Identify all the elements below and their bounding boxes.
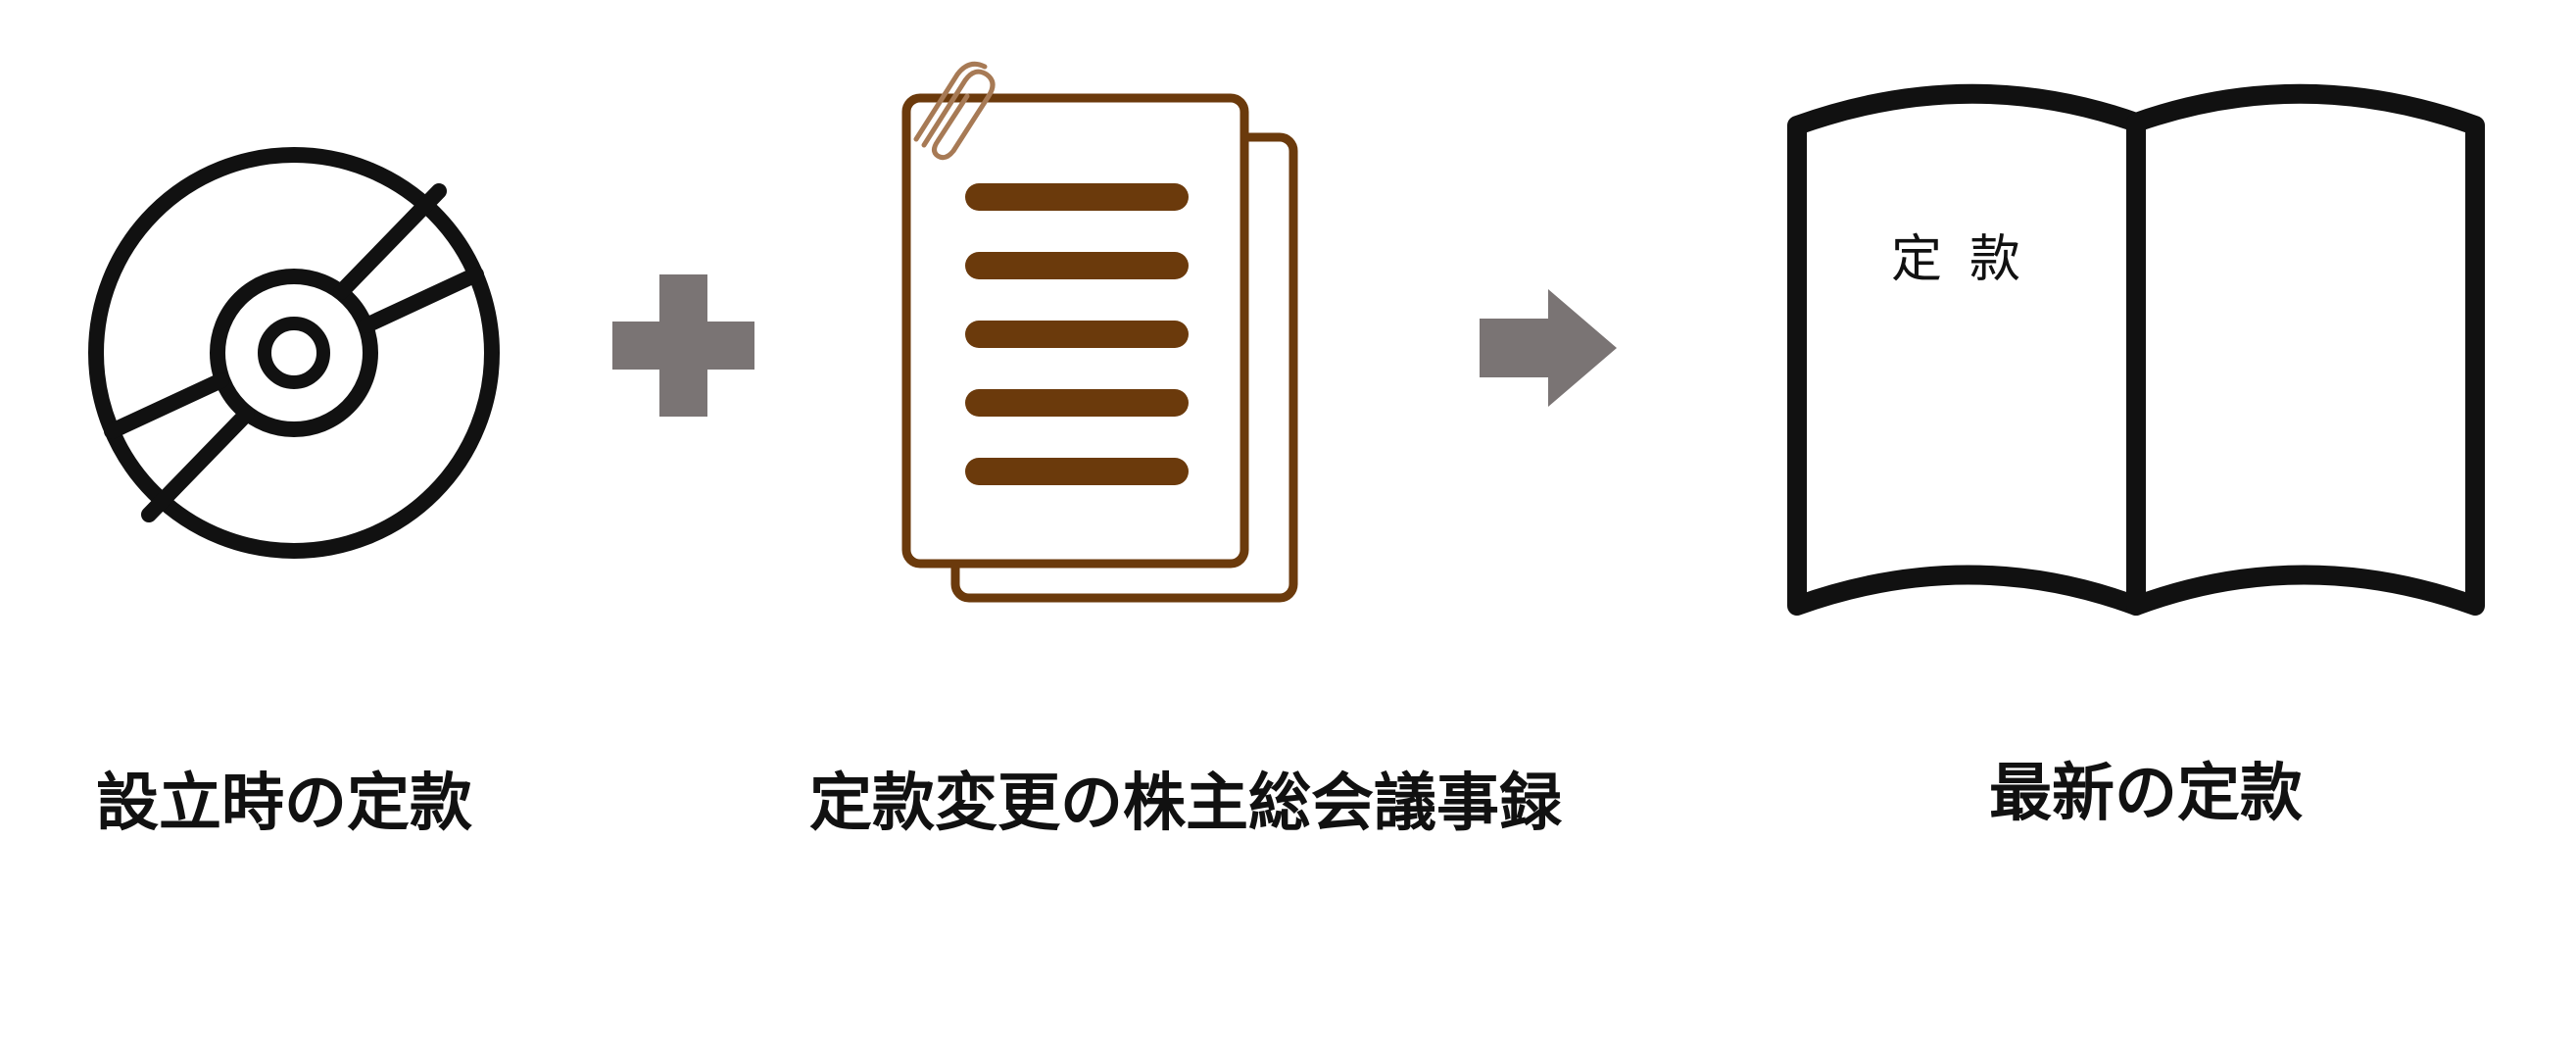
document-line (965, 252, 1189, 279)
document-line (965, 458, 1189, 485)
disc-icon (88, 147, 500, 559)
plus-icon (612, 274, 754, 417)
document-line (965, 183, 1189, 211)
open-book-icon: 定款 (1787, 83, 2485, 616)
step-label-founding-articles: 設立時の定款 (96, 768, 472, 840)
document-line (965, 389, 1189, 417)
documents-icon (901, 61, 1298, 603)
step-label-shareholders-minutes: 定款変更の株主総会議事録 (809, 768, 1562, 840)
arrow-right-icon (1480, 289, 1617, 407)
book-title: 定款 (1891, 230, 2048, 289)
paperclip-icon (913, 61, 996, 161)
document-line (965, 321, 1189, 348)
step-label-latest-articles: 最新の定款 (1989, 758, 2303, 830)
